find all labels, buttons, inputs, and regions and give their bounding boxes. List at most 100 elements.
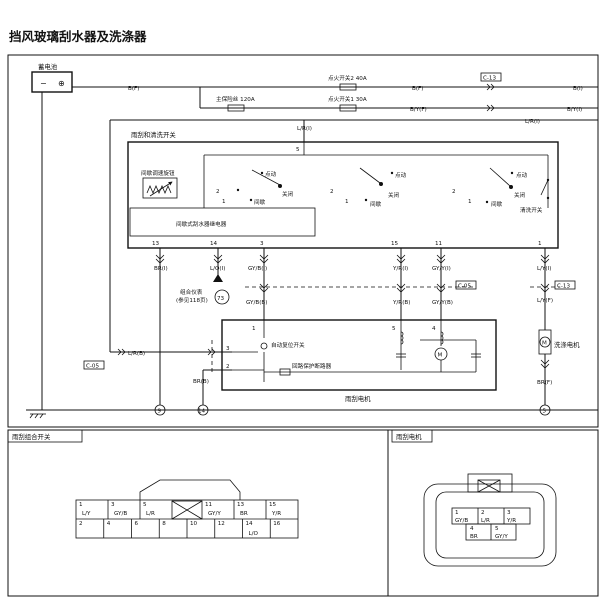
svg-text:5: 5 [296,147,300,153]
svg-text:C-13: C-13 [483,76,496,82]
wire-lri-top: L/R(I) [297,126,312,132]
svg-text:BR(B): BR(B) [193,379,209,385]
svg-text:M: M [542,341,547,347]
svg-text:1: 1 [252,326,256,332]
svg-text:C-05: C-05 [86,364,99,370]
svg-text:清洗开关: 清洗开关 [520,206,543,214]
switch-box-label: 雨刮和清洗开关 [131,130,176,139]
svg-text:Y/R(B): Y/R(B) [392,300,410,306]
combo-pin-wire-code: GY/Y [208,511,221,517]
ground-point-5 [539,404,551,416]
svg-text:14: 14 [198,409,206,415]
cluster-ref-73 [214,289,230,305]
washer-motor: M 洗涤电机 BR(F) [537,329,580,405]
svg-text:BR(I): BR(I) [154,266,168,272]
svg-text:关闭: 关闭 [514,191,526,199]
switch-box: 雨刮和清洗开关 5 间歇调速旋钮 间歇式刮水器继电器 2 1 点动 关闭 间歇 [127,130,559,249]
svg-text:Y/R(I): Y/R(I) [392,266,408,272]
svg-text:点动: 点动 [516,172,528,179]
wiper-switch-group-2: 2 1 点动 关闭 间歇 [330,167,407,208]
svg-text:11: 11 [435,241,443,247]
motor-pin-wire-code: Y/R [506,518,516,524]
connector-frame [7,429,599,597]
svg-text:5: 5 [392,326,396,332]
combo-pin-wire-code: BR [240,511,248,517]
svg-text:⊕: ⊕ [58,79,65,88]
svg-text:3: 3 [260,241,264,247]
connector-c13-top [480,72,502,82]
svg-text:4: 4 [432,326,436,332]
combo-pin-number: 1 [79,502,83,508]
motor-pin-number: 4 [470,526,474,532]
switch-output-wires: BR(I) L/O(I) 73 组合仪表 (参见118页) GY/B(I) GY… [154,248,576,405]
svg-text:L/R(B): L/R(B) [128,351,145,357]
motor-pin-number: 3 [507,510,511,516]
motor-pin-wire-code: BR [470,534,478,540]
combo-pin-number: 5 [143,502,147,508]
page-title: 挡风玻璃刮水器及洗涤器 [9,29,147,44]
motor-pin-wire-code: GY/Y [495,534,508,540]
fuse-ig1 [339,104,357,112]
motor-pin-wire-code: GY/B [455,518,468,524]
svg-text:C-13: C-13 [557,284,570,290]
washer-switch: 清洗开关 [520,178,550,214]
ground-point-9 [154,404,166,416]
wiper-motor-label: 雨刮电机 [345,394,371,403]
svg-text:GY/Y(B): GY/Y(B) [432,300,453,306]
svg-text:GY/B(I): GY/B(I) [248,266,267,272]
svg-text:间歇: 间歇 [254,198,266,206]
feed-lrb: L/R(B) C-05 [83,340,232,375]
connector-c05-mid [455,280,477,290]
wiper-switch-group-1: 2 1 点动 关闭 间歇 [216,169,294,206]
speed-knob [142,177,178,199]
svg-text:点动: 点动 [395,172,407,179]
svg-text:L/Y(I): L/Y(I) [537,266,551,272]
combo-pin-number: 14 [246,521,254,527]
svg-text:间歇调速旋钮: 间歇调速旋钮 [141,169,175,177]
svg-text:间歇: 间歇 [370,200,382,208]
wire-byi: B/Y(I) [567,107,582,113]
connector-c05-left [83,360,105,370]
panel-right-title: 雨刮电机 [396,432,422,441]
combo-pin-number: 12 [218,521,225,527]
svg-text:BR(F): BR(F) [537,380,552,386]
combo-pin-number: 4 [107,521,111,527]
fuse-ig2 [339,83,357,91]
svg-text:2: 2 [216,189,220,195]
svg-text:1: 1 [345,199,349,205]
power-supply-lines: B(F) 点火开关2 40A B(F) B(I) 主保险丝 120A 点火开关1… [72,72,598,113]
svg-text:1: 1 [222,199,226,205]
combo-pin-wire-code: GY/B [114,511,127,517]
svg-text:15: 15 [391,241,399,247]
wire-bi: B(I) [573,86,583,92]
svg-text:1: 1 [538,241,542,247]
motor-pin-number: 2 [481,510,485,516]
svg-text:GY/B(B): GY/B(B) [246,300,267,306]
svg-text:1: 1 [468,199,472,205]
svg-text:2: 2 [452,189,456,195]
svg-text:−: − [40,79,47,88]
svg-text:2: 2 [330,189,334,195]
combo-pin-wire-code: L/R [146,511,155,517]
svg-text:M: M [438,353,443,359]
combo-pin-number: 8 [162,521,166,527]
svg-text:组合仪表: 组合仪表 [180,288,203,296]
svg-text:3: 3 [226,346,230,352]
auto-park-label: 自动复位开关 [271,341,305,349]
ground-point-14 [197,404,209,416]
fuse-ig1-label: 点火开关1 30A [328,95,367,103]
motor-pin-number: 1 [455,510,459,516]
svg-text:(参见118页): (参见118页) [176,296,208,304]
feed-lri: L/R(I) L/R(I) [109,119,598,352]
washer-motor-label: 洗涤电机 [554,340,580,349]
connector-c13-washer [554,280,576,290]
svg-text:2: 2 [226,364,230,370]
svg-text:关闭: 关闭 [282,190,294,198]
svg-text:L/Y(F): L/Y(F) [537,298,553,304]
battery-label: 蓄电池 [38,62,58,71]
panel-left-title: 雨刮组合开关 [12,432,51,441]
svg-text:9: 9 [158,409,162,415]
